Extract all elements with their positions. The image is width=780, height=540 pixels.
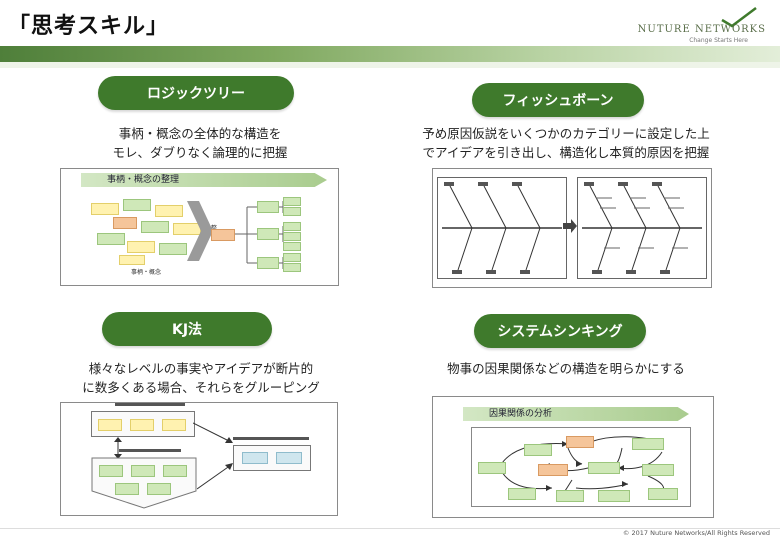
- idea-card: [162, 419, 186, 431]
- fishbone-desc-line1: 予め原因仮説をいくつかのカテゴリーに設定した上: [422, 126, 710, 141]
- causal-node: [632, 438, 664, 450]
- fishbone-pill: フィッシュボーン: [472, 83, 644, 117]
- systems-thinking-desc-line1: 物事の因果関係などの構造を明らかにする: [447, 361, 685, 376]
- group-title-bar: [119, 449, 181, 452]
- logic-tree-diagram: 事柄・概念の整理 事柄・概念 整理: [60, 168, 339, 286]
- idea-card: [98, 419, 122, 431]
- systems-thinking-pill: システムシンキング: [474, 314, 646, 348]
- tree-branch-box: [257, 201, 279, 213]
- causal-node: [642, 464, 674, 476]
- idea-card: [130, 419, 154, 431]
- tree-leaf-box: [283, 197, 301, 206]
- systems-thinking-diagram: 因果関係の分析: [432, 396, 714, 518]
- checkmark-logo-icon: [721, 7, 757, 28]
- logic-tree-desc-line2: モレ、ダブりなく論理的に把握: [112, 145, 288, 160]
- fishbone-desc-line2: でアイデアを引き出し、構造化し本質的原因を把握: [422, 145, 710, 160]
- footer-rule: [0, 528, 780, 529]
- fishbone-skeleton-after: [582, 182, 702, 274]
- idea-box: [127, 241, 155, 253]
- header-stripe-light: [0, 62, 780, 68]
- idea-card: [131, 465, 155, 477]
- page-title: 「思考スキル」: [8, 14, 170, 39]
- idea-box: [155, 205, 183, 217]
- idea-box: [97, 233, 125, 245]
- causal-node: [524, 444, 552, 456]
- idea-box: [119, 255, 145, 265]
- idea-card: [163, 465, 187, 477]
- tree-leaf-box: [283, 222, 301, 231]
- tree-leaf-box: [283, 263, 301, 272]
- causal-node: [478, 462, 506, 474]
- tree-root-box: [211, 229, 235, 241]
- idea-card: [147, 483, 171, 495]
- group-title-bar: [115, 403, 185, 406]
- logic-tree-bottom-label: 事柄・概念: [131, 269, 162, 276]
- tree-leaf-box: [283, 232, 301, 241]
- idea-box: [113, 217, 137, 229]
- causal-loop-frame: [471, 427, 691, 507]
- logo-name: NUTURE NETWORKS: [637, 24, 766, 35]
- idea-box: [141, 221, 169, 233]
- fishbone-skeleton-before: [442, 182, 562, 274]
- kj-method-pill: KJ法: [102, 312, 272, 346]
- logic-tree-desc-line1: 事柄・概念の全体的な構造を: [118, 126, 282, 141]
- kj-method-desc-line2: に数多くある場合、それらをグルーピング: [82, 380, 320, 395]
- tree-branch-box: [257, 257, 279, 269]
- idea-box: [91, 203, 119, 215]
- causal-node: [648, 488, 678, 500]
- group-title-bar: [233, 437, 309, 440]
- causal-node-highlight: [538, 464, 568, 476]
- group-frame: [91, 411, 195, 437]
- tree-leaf-box: [283, 242, 301, 251]
- tree-leaf-box: [283, 253, 301, 262]
- tree-branch-box: [257, 228, 279, 240]
- idea-box: [123, 199, 151, 211]
- causal-node: [598, 490, 630, 502]
- kj-method-diagram: [60, 402, 338, 516]
- copyright-footer: © 2017 Nuture Networks/All Rights Reserv…: [622, 529, 770, 537]
- idea-card: [276, 452, 302, 464]
- causal-node: [556, 490, 584, 502]
- company-logo: NUTURE NETWORKS Change Starts Here: [606, 6, 766, 44]
- arrow-right-icon: [563, 219, 577, 233]
- double-arrow-icon: [114, 437, 122, 459]
- idea-card: [242, 452, 268, 464]
- transform-arrow-icon: [187, 201, 213, 261]
- idea-box: [159, 243, 187, 255]
- connector-arrow-icon: [193, 422, 233, 443]
- causal-node: [588, 462, 620, 474]
- kj-method-desc-line1: 様々なレベルの事実やアイデアが断片的: [88, 361, 314, 376]
- fishbone-panel-before: [437, 177, 567, 279]
- group-frame: [233, 445, 311, 471]
- connector-arrow-icon: [197, 463, 233, 490]
- fishbone-panel-after: [577, 177, 707, 279]
- logo-tagline: Change Starts Here: [689, 37, 748, 44]
- systems-thinking-panel-header: 因果関係の分析: [463, 407, 689, 421]
- logic-tree-pill: ロジックツリー: [98, 76, 294, 110]
- causal-node-highlight: [566, 436, 594, 448]
- logic-tree-panel-header: 事柄・概念の整理: [81, 173, 327, 187]
- causal-node: [508, 488, 536, 500]
- tree-leaf-box: [283, 207, 301, 216]
- idea-card: [99, 465, 123, 477]
- fishbone-diagram: [432, 168, 712, 288]
- header-stripe: [0, 46, 780, 62]
- idea-card: [115, 483, 139, 495]
